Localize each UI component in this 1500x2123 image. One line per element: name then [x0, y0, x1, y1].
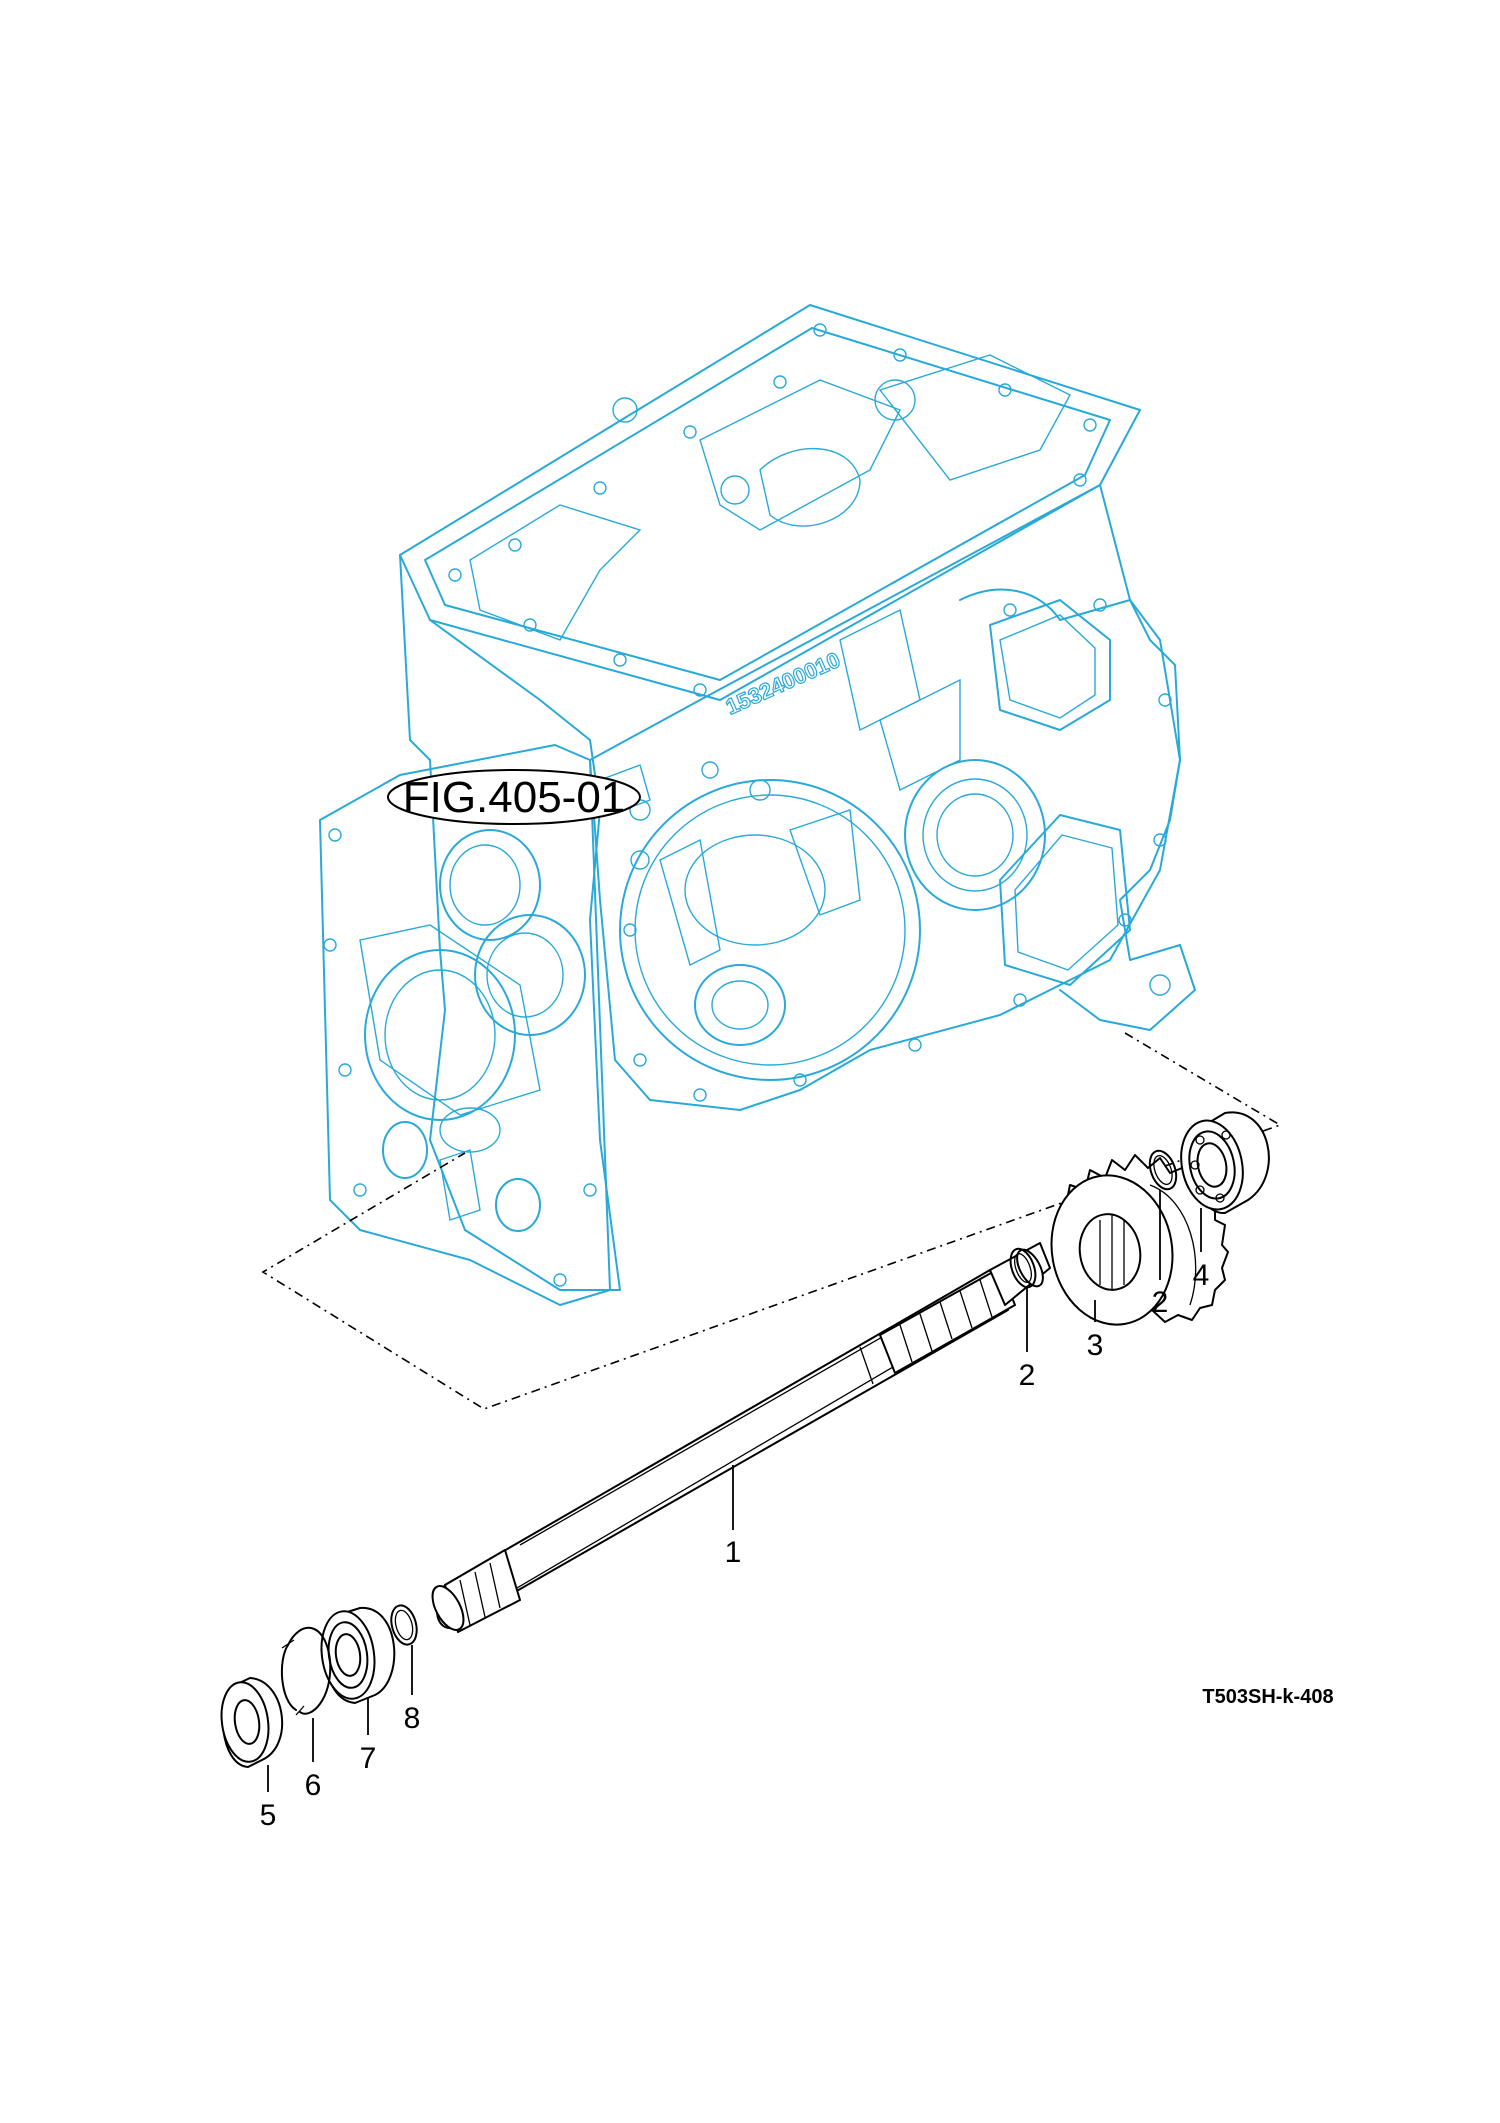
housing-casting-number: 1532400010: [722, 647, 844, 720]
callout-2a[interactable]: 2: [1019, 1288, 1036, 1392]
part-2-snap-ring-a[interactable]: [1006, 1245, 1040, 1290]
callout-5-label: 5: [260, 1799, 277, 1832]
figure-reference[interactable]: FIG.405-01: [387, 769, 641, 825]
callout-4-label: 4: [1193, 1259, 1210, 1292]
callout-1-label: 1: [725, 1536, 742, 1569]
callout-1[interactable]: 1: [725, 1465, 742, 1569]
callout-4[interactable]: 4: [1193, 1208, 1210, 1292]
callout-2b-label: 2: [1152, 1286, 1169, 1319]
callout-8-label: 8: [404, 1702, 421, 1735]
part-6-circlip[interactable]: [280, 1626, 332, 1716]
part-4-ball-bearing[interactable]: [1173, 1111, 1270, 1215]
part-5-oil-seal[interactable]: [217, 1677, 284, 1768]
callout-2b[interactable]: 2: [1152, 1190, 1169, 1319]
part-3-gear[interactable]: [1040, 1154, 1229, 1334]
figure-reference-label: FIG.405-01: [403, 773, 626, 822]
callout-2a-label: 2: [1019, 1359, 1036, 1392]
part-1-input-shaft[interactable]: [426, 1242, 1051, 1635]
callout-7[interactable]: 7: [360, 1698, 377, 1775]
callout-3[interactable]: 3: [1087, 1300, 1104, 1362]
part-7-ball-bearing[interactable]: [316, 1606, 396, 1704]
callout-7-label: 7: [360, 1742, 377, 1775]
callout-6[interactable]: 6: [305, 1718, 322, 1802]
callout-6-label: 6: [305, 1769, 322, 1802]
part-8-snap-ring[interactable]: [387, 1603, 421, 1648]
callout-8[interactable]: 8: [404, 1645, 421, 1735]
callout-5[interactable]: 5: [260, 1765, 277, 1832]
part-2-snap-ring-b[interactable]: [1145, 1147, 1181, 1193]
assembly-plane-outline: [261, 1032, 1282, 1410]
drawing-code: T503SH-k-408: [1202, 1686, 1333, 1708]
callout-3-label: 3: [1087, 1329, 1104, 1362]
